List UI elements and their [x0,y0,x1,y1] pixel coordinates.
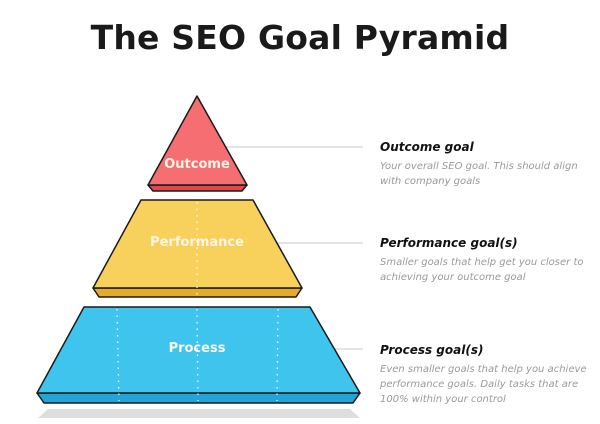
process-tier [36,306,361,404]
performance-label: Performance [150,235,244,250]
process-description: Even smaller goals that help you achieve… [380,364,587,405]
process-description-block: Process goal(s) Even smaller goals that … [380,343,590,407]
performance-description: Smaller goals that help get you closer t… [380,257,584,283]
outcome-description: Your overall SEO goal. This should align… [380,161,578,187]
process-label: Process [168,341,226,356]
process-heading: Process goal(s) [380,343,484,357]
performance-description-block: Performance goal(s) Smaller goals that h… [380,236,590,285]
performance-heading: Performance goal(s) [380,236,518,250]
outcome-label: Outcome [164,157,230,172]
performance-tier [92,199,303,298]
outcome-tier [147,95,248,192]
outcome-description-block: Outcome goal Your overall SEO goal. This… [380,140,590,189]
pyramid-shadow [38,409,360,418]
outcome-heading: Outcome goal [380,140,474,154]
diagram-title: The SEO Goal Pyramid [90,18,510,57]
